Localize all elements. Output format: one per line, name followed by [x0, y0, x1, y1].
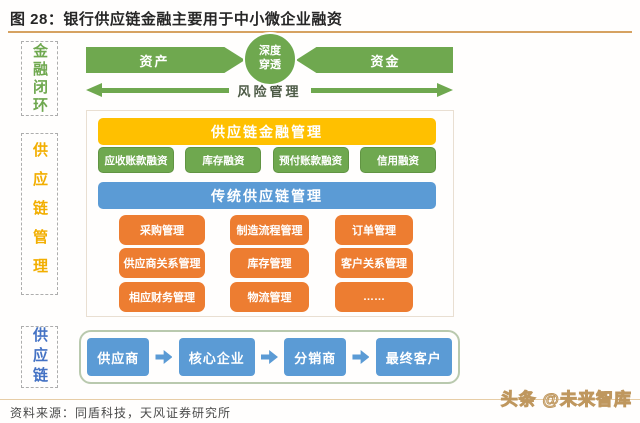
risk-management-double-arrow: 风险管理	[86, 82, 454, 99]
tscm-cell-customer-relations: 客户关系管理	[335, 248, 413, 278]
sidebar-item-scm: 供应链管理	[21, 133, 58, 295]
arrow-shaft	[102, 87, 229, 93]
arrow-shaft	[310, 87, 438, 93]
scf-header-bar: 供应链金融管理	[98, 118, 436, 145]
scf-financing-row: 应收账款融资 库存融资 预付账款融资 信用融资	[98, 147, 436, 173]
arrow-right-icon	[437, 83, 454, 97]
sidebar-item-supply-chain: 供应链	[21, 326, 58, 388]
chain-arrow-icon	[260, 349, 278, 365]
asset-label: 资产	[139, 53, 170, 69]
sidebar-label: 金融闭环	[31, 42, 48, 115]
scf-item-receivables: 应收账款融资	[98, 147, 174, 173]
watermark: 头条 @未来智库	[500, 390, 632, 410]
tscm-cell-ellipsis: ……	[335, 282, 413, 312]
sidebar-label: 供应链	[31, 327, 48, 387]
sidebar-item-financial-loop: 金融闭环	[21, 41, 58, 116]
chain-node-core-enterprise: 核心企业	[178, 338, 255, 376]
fund-arrow: 资金	[296, 47, 453, 73]
fund-label: 资金	[370, 53, 401, 69]
tscm-cell-supplier-relations: 供应商关系管理	[119, 248, 205, 278]
scf-item-credit: 信用融资	[359, 147, 436, 173]
management-panel: 供应链金融管理 应收账款融资 库存融资 预付账款融资 信用融资 传统供应链管理 …	[86, 110, 454, 317]
asset-arrow: 资产	[86, 47, 245, 73]
tscm-cell-procurement: 采购管理	[119, 215, 205, 245]
arrow-left-icon	[86, 83, 102, 97]
source-attribution: 资料来源：同盾科技，天风证券研究所	[10, 406, 232, 420]
footer-rule	[0, 399, 640, 400]
sidebar-label: 供应链管理	[31, 141, 48, 287]
scf-item-inventory: 库存融资	[185, 147, 262, 173]
tscm-cell-orders: 订单管理	[335, 215, 413, 245]
tscm-header-bar: 传统供应链管理	[98, 182, 436, 209]
supply-chain-panel: 供应商 核心企业 分销商 最终客户	[79, 330, 460, 384]
deep-penetration-label: 深度 穿透	[259, 45, 281, 71]
chain-node-supplier: 供应商	[87, 338, 150, 376]
chain-arrow-icon	[352, 349, 370, 365]
tscm-cell-finance: 相应财务管理	[119, 282, 205, 312]
title-underline	[8, 31, 632, 33]
deep-penetration-circle: 深度 穿透	[243, 32, 297, 86]
tscm-cell-inventory: 库存管理	[230, 248, 309, 278]
risk-management-label: 风险管理	[237, 83, 302, 99]
figure-title: 图 28：银行供应链金融主要用于中小微企业融资	[10, 11, 343, 28]
chain-node-final-customer: 最终客户	[375, 338, 452, 376]
chain-node-distributor: 分销商	[284, 338, 347, 376]
scf-item-prepayment: 预付账款融资	[272, 147, 349, 173]
tscm-cell-manufacturing: 制造流程管理	[230, 215, 309, 245]
tscm-cell-logistics: 物流管理	[230, 282, 309, 312]
chain-arrow-icon	[155, 349, 173, 365]
